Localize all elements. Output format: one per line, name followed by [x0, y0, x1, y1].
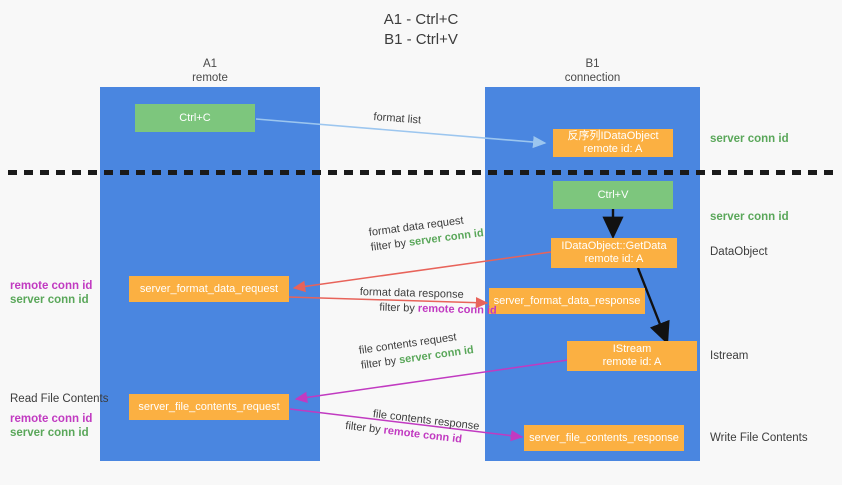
lane-a1-sub: remote [192, 72, 228, 84]
lane-header-a1: A1 remote [100, 57, 320, 85]
node-server-format-data-response-label: server_format_data_response [493, 294, 641, 307]
lane-header-b1: B1 connection [485, 57, 700, 85]
node-istream-line1: IStream [612, 343, 652, 355]
trust-boundary-divider [8, 170, 834, 175]
title-line-2: B1 - Ctrl+V [384, 31, 458, 48]
node-idataobject-getdata-line2: remote id: A [584, 253, 644, 265]
arrow-file-contents-request [294, 359, 569, 404]
label-server-conn-id-2: server conn id [10, 427, 89, 439]
node-ideserialize-idataobject[interactable]: 反序列IDataObject remote id: A [553, 129, 673, 157]
label-dataobject: DataObject [710, 246, 768, 258]
edge-filter-prefix-2: filter by [379, 301, 419, 315]
label-read-file-contents: Read File Contents [10, 393, 109, 405]
label-server-conn-id-1: server conn id [10, 294, 89, 306]
node-ctrl-c-label: Ctrl+C [179, 111, 211, 124]
label-remote-conn-id-1: remote conn id [10, 280, 93, 292]
node-server-format-data-request[interactable]: server_format_data_request [129, 276, 289, 302]
node-idataobject-getdata[interactable]: IDataObject::GetData remote id: A [551, 238, 677, 268]
node-server-file-contents-request-label: server_file_contents_request [138, 400, 280, 413]
node-server-file-contents-request[interactable]: server_file_contents_request [129, 394, 289, 420]
arrow-format-data-response [287, 296, 489, 309]
node-ideserialize-idataobject-line2: remote id: A [583, 143, 643, 155]
node-server-file-contents-response-label: server_file_contents_response [529, 431, 679, 444]
node-ctrl-v-label: Ctrl+V [597, 188, 629, 201]
diagram-title: A1 - Ctrl+C B1 - Ctrl+V [0, 10, 842, 50]
title-line-1: A1 - Ctrl+C [383, 11, 459, 28]
edge-label-format-data-response: format data response filter by remote co… [359, 285, 497, 319]
label-istream: Istream [710, 350, 749, 362]
arrow-getdata-to-istream [636, 267, 670, 345]
arrow-format-list [255, 118, 547, 149]
node-ctrl-v[interactable]: Ctrl+V [553, 181, 673, 209]
arrow-file-contents-response [289, 408, 524, 442]
edge-filter-prefix: filter by [370, 236, 410, 254]
node-ctrl-c[interactable]: Ctrl+C [135, 104, 255, 132]
edge-filter-value-remote-conn-id: remote conn id [417, 302, 497, 317]
node-istream-line2: remote id: A [602, 356, 662, 368]
label-remote-conn-id-2: remote conn id [10, 413, 93, 425]
node-server-format-data-response[interactable]: server_format_data_response [489, 288, 645, 314]
lane-a1-name: A1 [202, 58, 218, 70]
node-idataobject-getdata-line1: IDataObject::GetData [561, 240, 667, 252]
label-server-conn-id-top: server conn id [710, 133, 789, 145]
lane-b1-sub: connection [564, 72, 621, 84]
node-server-file-contents-response[interactable]: server_file_contents_response [524, 425, 684, 451]
node-server-format-data-request-label: server_format_data_request [139, 282, 279, 295]
node-istream[interactable]: IStream remote id: A [567, 341, 697, 371]
label-server-conn-id-mid: server conn id [710, 211, 789, 223]
edge-filter-prefix-4: filter by [344, 419, 385, 437]
edge-filter-prefix-3: filter by [360, 354, 401, 372]
lane-b1-name: B1 [585, 58, 600, 70]
node-ideserialize-idataobject-line1: 反序列IDataObject [567, 130, 659, 142]
arrow-format-data-request [292, 251, 552, 293]
label-write-file-contents: Write File Contents [710, 432, 808, 444]
